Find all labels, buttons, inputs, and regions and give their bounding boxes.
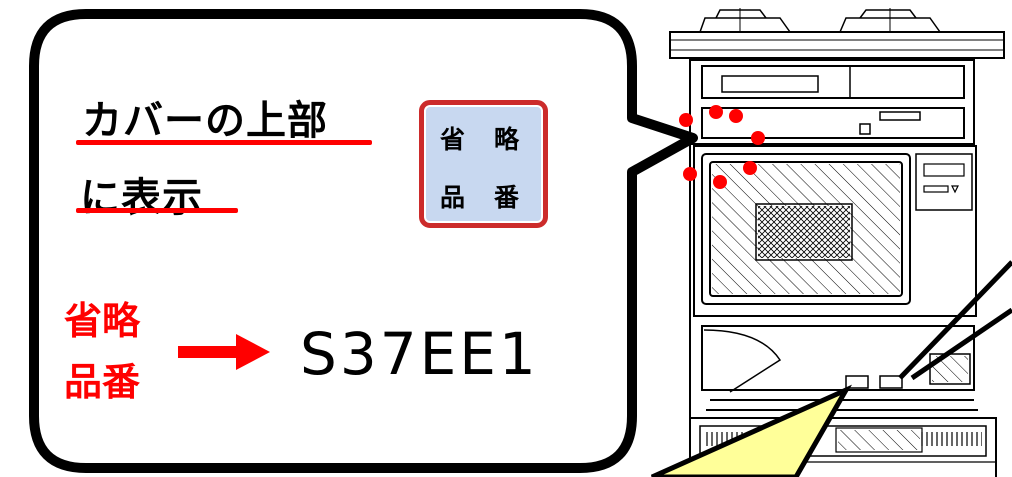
abbreviated-code-label-line2: 品番 <box>64 360 141 404</box>
badge-char: 略 <box>494 125 520 154</box>
oven-window-crosshatch <box>758 206 850 258</box>
marker-dot <box>713 175 727 189</box>
cooktop <box>669 8 1005 59</box>
right-vent <box>920 432 982 446</box>
drawer-hatch <box>838 430 920 450</box>
location-text-line2: に表示 <box>80 175 203 221</box>
badge-char: 品 <box>440 183 466 212</box>
location-text-line1: カバーの上部 <box>82 98 328 144</box>
lower-cabinet <box>689 325 997 477</box>
marker-dot <box>709 105 723 119</box>
badge-char: 省 <box>440 125 466 154</box>
abbreviated-code-badge: 省 略 品 番 <box>419 100 548 228</box>
marker-dot <box>729 109 743 123</box>
abbreviated-code-label-line1: 省略 <box>64 299 141 343</box>
location-underline-1 <box>76 140 372 145</box>
abbreviated-code-value: S37EE1 <box>300 320 539 388</box>
marker-dot <box>679 113 693 127</box>
yellow-callout <box>650 384 853 477</box>
marker-dot <box>743 161 757 175</box>
label-location-markers <box>679 105 765 189</box>
marker-dot <box>683 167 697 181</box>
location-underline-2 <box>76 208 238 213</box>
grill-drawer <box>689 59 975 477</box>
badge-char: 番 <box>494 183 520 212</box>
pointer-lines <box>898 260 1012 381</box>
marker-dot <box>751 131 765 145</box>
arrow-right-icon <box>178 334 270 370</box>
